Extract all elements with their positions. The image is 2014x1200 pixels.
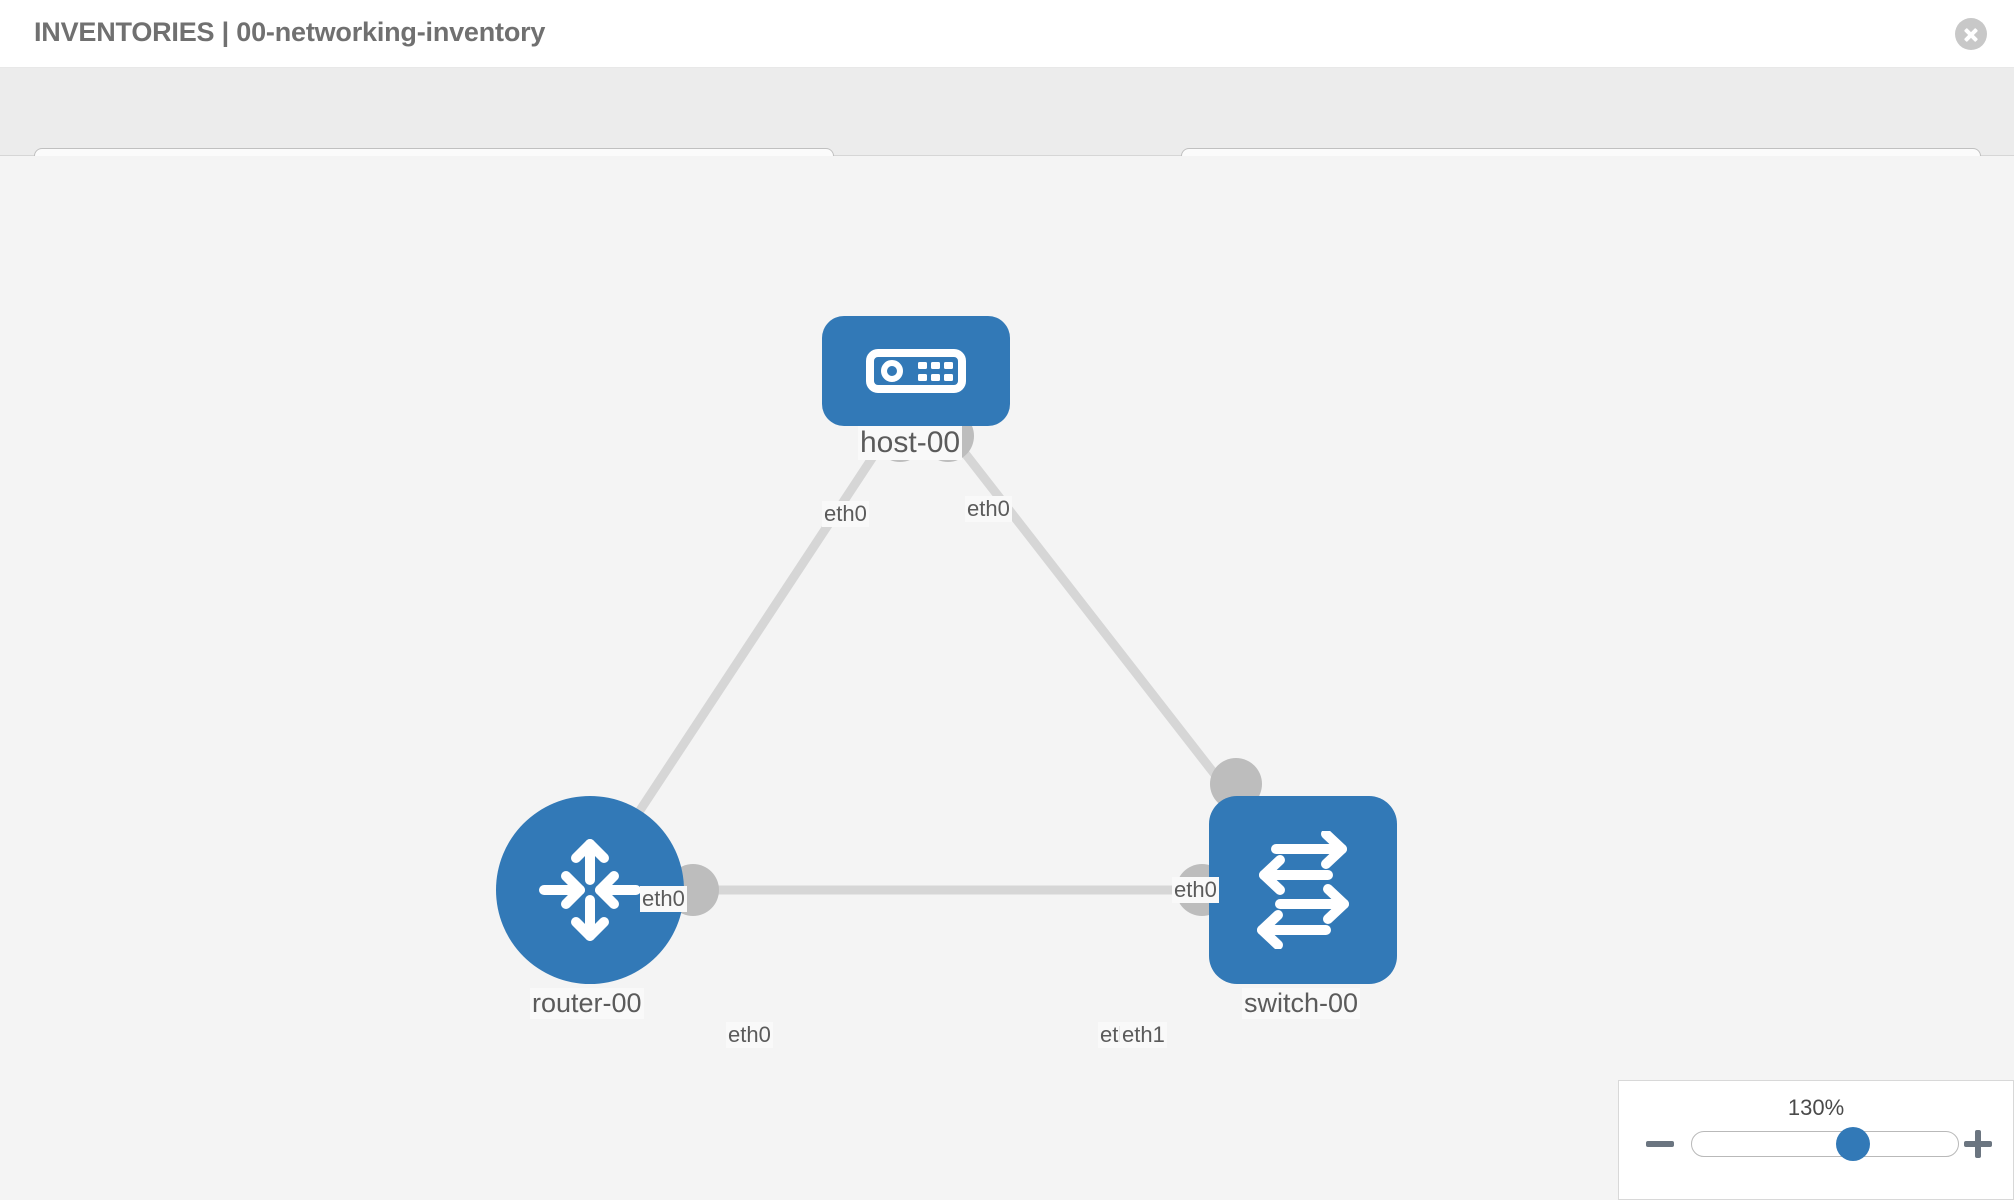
node-host-00-shape[interactable] bbox=[822, 316, 1010, 426]
page-header: INVENTORIES | 00-networking-inventory bbox=[0, 0, 2014, 68]
zoom-level-value: 130% bbox=[1787, 1095, 1845, 1120]
node-router-00-label: router-00 bbox=[530, 988, 644, 1019]
page-title: INVENTORIES | 00-networking-inventory bbox=[34, 17, 546, 47]
iface-label-router-right: eth0 bbox=[726, 1022, 773, 1048]
close-icon[interactable] bbox=[1955, 18, 1987, 50]
iface-label-switch-left: eth1 bbox=[1120, 1022, 1167, 1048]
node-switch-00-shape[interactable] bbox=[1209, 796, 1397, 984]
node-switch-00-label: switch-00 bbox=[1242, 988, 1361, 1019]
iface-label-router-upper: eth0 bbox=[640, 886, 687, 912]
node-host-00-label: host-00 bbox=[858, 426, 963, 460]
node-host-00[interactable]: host-00 bbox=[822, 316, 1010, 460]
iface-label-host-left: eth0 bbox=[822, 501, 869, 527]
server-icon bbox=[866, 349, 966, 393]
toolbar: ACTIONS SEARCH bbox=[0, 68, 2014, 208]
topology-graph bbox=[596, 410, 1294, 916]
iface-label-switch-upper: eth0 bbox=[1172, 877, 1219, 903]
switch-arrows-icon bbox=[1257, 831, 1349, 949]
zoom-control-panel: 130% bbox=[1618, 1080, 2014, 1200]
graph-endpoints bbox=[667, 410, 1262, 916]
iface-label-host-right: eth0 bbox=[965, 496, 1012, 522]
zoom-slider[interactable] bbox=[1691, 1127, 1959, 1161]
topology-canvas[interactable]: host-00 bbox=[0, 156, 2014, 1200]
node-router-00[interactable]: router-00 bbox=[496, 796, 684, 1019]
router-arrows-icon bbox=[539, 839, 641, 941]
node-switch-00[interactable]: switch-00 bbox=[1209, 796, 1397, 1019]
graph-edges bbox=[596, 431, 1294, 895]
zoom-out-button[interactable] bbox=[1643, 1127, 1677, 1161]
zoom-slider-handle[interactable] bbox=[1836, 1127, 1870, 1161]
zoom-in-button[interactable] bbox=[1961, 1127, 1995, 1161]
node-router-00-shape[interactable] bbox=[496, 796, 684, 984]
